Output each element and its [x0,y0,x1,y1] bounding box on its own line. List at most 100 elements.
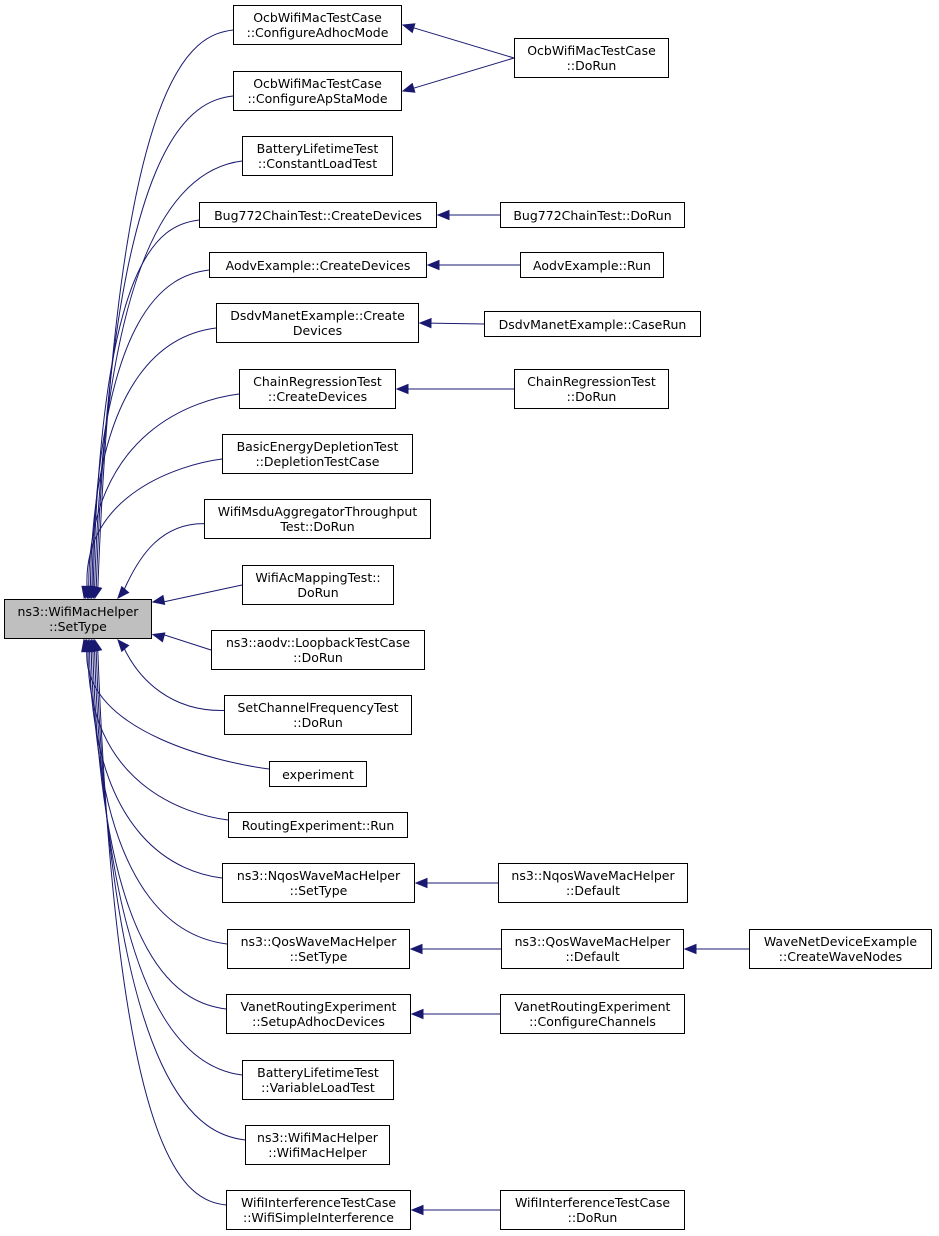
node-label-line: ::DoRun [293,715,343,730]
node-label-line: VanetRoutingExperiment [240,999,397,1014]
node-setchannelfrequencytest-dorun[interactable]: SetChannelFrequencyTest::DoRun [224,695,412,735]
node-chainregressiontest-dorun[interactable]: ChainRegressionTest::DoRun [514,369,669,409]
node-label-line: Bug772ChainTest::CreateDevices [214,207,422,223]
node-bug772chaintest-dorun[interactable]: Bug772ChainTest::DoRun [500,202,685,228]
node-qoswavemachelper-default[interactable]: ns3::QosWaveMacHelper::Default [501,929,684,969]
node-chainregressiontest-createdevices[interactable]: ChainRegressionTest::CreateDevices [239,369,396,409]
edge-line [88,393,240,589]
edge-arrowhead [426,259,440,271]
node-label-line: ::ConstantLoadTest [257,156,378,171]
edge-line [411,26,515,59]
node-wavenetdeviceexample-createwavenodes[interactable]: WaveNetDeviceExample::CreateWaveNodes [749,929,932,969]
node-label-line: ::DepletionTestCase [255,454,380,469]
node-qoswavemachelper-settype[interactable]: ns3::QosWaveMacHelper::SetType [227,929,410,969]
node-label-line: BasicEnergyDepletionTest [236,439,399,454]
node-label-line: ns3::NqosWaveMacHelper [236,868,401,883]
edge-arrowhead [395,383,409,395]
node-label-line: ::Default [565,949,620,964]
edge-arrowhead [414,877,428,889]
edge-line [94,160,243,589]
node-label-line: ::CreateWaveNodes [778,949,903,964]
node-wifiacmappingtest-dorun[interactable]: WifiAcMappingTest::DoRun [242,565,394,605]
edge-line [91,269,210,589]
node-experiment[interactable]: experiment [269,761,367,787]
node-label-line: ns3::QosWaveMacHelper [514,934,671,949]
node-label-line: OcbWifiMacTestCase [253,76,382,91]
node-label-line: ChainRegressionTest [527,374,656,389]
edge-arrowhead [81,585,92,600]
node-label-line: Test::DoRun [280,519,355,534]
edge-line [92,649,227,1010]
node-label-line: ::ConfigureAdhocMode [246,25,389,40]
node-label-line: ns3::QosWaveMacHelper [240,934,397,949]
edge-line [123,647,233,711]
edge-arrowhead [418,317,432,329]
node-ocbwifimactestcase-configureadhocmode[interactable]: OcbWifiMacTestCase::ConfigureAdhocMode [233,5,402,45]
node-routingexperiment-run[interactable]: RoutingExperiment::Run [228,812,408,838]
node-ocbwifimactestcase-dorun[interactable]: OcbWifiMacTestCase::DoRun [514,38,669,78]
edge-arrowhead [409,943,423,955]
node-label-line: ::CreateDevices [267,389,368,404]
edge-arrowhead [117,585,130,600]
node-vanetroutingexperiment-setupadhocdevices[interactable]: VanetRoutingExperiment::SetupAdhocDevice… [226,994,411,1034]
node-dsdvmanetexample-caserun[interactable]: DsdvManetExample::CaseRun [484,311,701,337]
edge-line [86,458,223,589]
node-aodvexample-run[interactable]: AodvExample::Run [520,252,664,278]
node-aodvexample-createdevices[interactable]: AodvExample::CreateDevices [209,252,427,278]
node-label-line: WaveNetDeviceExample [763,934,918,949]
edge-line [428,322,485,325]
node-label-line: AodvExample::CreateDevices [225,257,411,273]
node-label-line: OcbWifiMacTestCase [527,43,656,58]
node-label-line: WifiInterferenceTestCase [240,1195,397,1210]
edge-arrowhead [151,632,166,643]
node-label-line: ::DoRun [567,1210,618,1225]
node-label-line: ::ConfigureChannels [529,1014,656,1029]
node-wifimachelper-constructor[interactable]: ns3::WifiMacHelper::WifiMacHelper [245,1125,390,1165]
node-nqoswavemachelper-settype[interactable]: ns3::NqosWaveMacHelper::SetType [222,863,415,903]
node-batterylifetimetest-variableloadtest[interactable]: BatteryLifetimeTest::VariableLoadTest [242,1060,394,1100]
node-label-line: ::DoRun [566,389,617,404]
node-label-line: ns3::NqosWaveMacHelper [511,868,675,883]
node-label-line: OcbWifiMacTestCase [253,10,382,25]
edge-arrowhead [117,638,130,653]
node-label-line: DsdvManetExample::CaseRun [498,316,687,332]
node-ocbwifimactestcase-configureapstamode[interactable]: OcbWifiMacTestCase::ConfigureApStaMode [233,71,402,111]
node-vanetroutingexperiment-configurechannels[interactable]: VanetRoutingExperiment::ConfigureChannel… [500,994,685,1034]
node-label-line: WifiMsduAggregatorThroughput [217,504,418,519]
edge-arrowhead [401,82,416,93]
node-label-line: ::SetType [49,619,107,634]
edge-arrowhead [401,23,416,34]
node-wifimachelper-settype[interactable]: ns3::WifiMacHelper::SetType [4,599,152,639]
node-label-line: VanetRoutingExperiment [514,999,671,1014]
node-wifiinterferencetestcase-dorun[interactable]: WifiInterferenceTestCase::DoRun [500,1190,685,1230]
node-label-line: WifiAcMappingTest:: [255,570,381,585]
node-label-line: ::VariableLoadTest [261,1080,375,1095]
node-label-line: ::WifiMacHelper [268,1145,367,1160]
edge-arrowhead [436,209,450,221]
node-bug772chaintest-createdevices[interactable]: Bug772ChainTest::CreateDevices [199,202,437,228]
edge-arrowhead [151,594,166,605]
edge-arrowhead [683,943,697,955]
node-wifiinterferencetestcase-wifisimpleinterference[interactable]: WifiInterferenceTestCase::WifiSimpleInte… [226,1190,411,1230]
node-nqoswavemachelper-default[interactable]: ns3::NqosWaveMacHelper::Default [498,863,688,903]
node-batterylifetimetest-constantloadtest[interactable]: BatteryLifetimeTest::ConstantLoadTest [242,136,393,176]
edge-arrowhead [410,1204,424,1216]
node-label-line: WifiInterferenceTestCase [514,1195,671,1210]
node-label-line: Devices [292,323,343,338]
node-label-line: ::ConfigureApStaMode [247,91,388,106]
node-label-line: DoRun [297,585,339,600]
node-label-line: DsdvManetExample::Create [230,308,405,323]
node-label-line: ::DoRun [293,650,343,665]
node-basicenergydepletiontest-depletiontestcase[interactable]: BasicEnergyDepletionTest::DepletionTestC… [222,434,413,474]
node-label-line: ns3::aodv::LoopbackTestCase [225,635,411,650]
node-label-line: ::SetupAdhocDevices [252,1014,385,1029]
node-label-line: SetChannelFrequencyTest [237,700,399,715]
edge-line [90,649,228,945]
node-aodv-loopbacktestcase-dorun[interactable]: ns3::aodv::LoopbackTestCase::DoRun [211,630,425,670]
node-label-line: RoutingExperiment::Run [241,817,395,833]
edge-arrowhead [410,1008,424,1020]
